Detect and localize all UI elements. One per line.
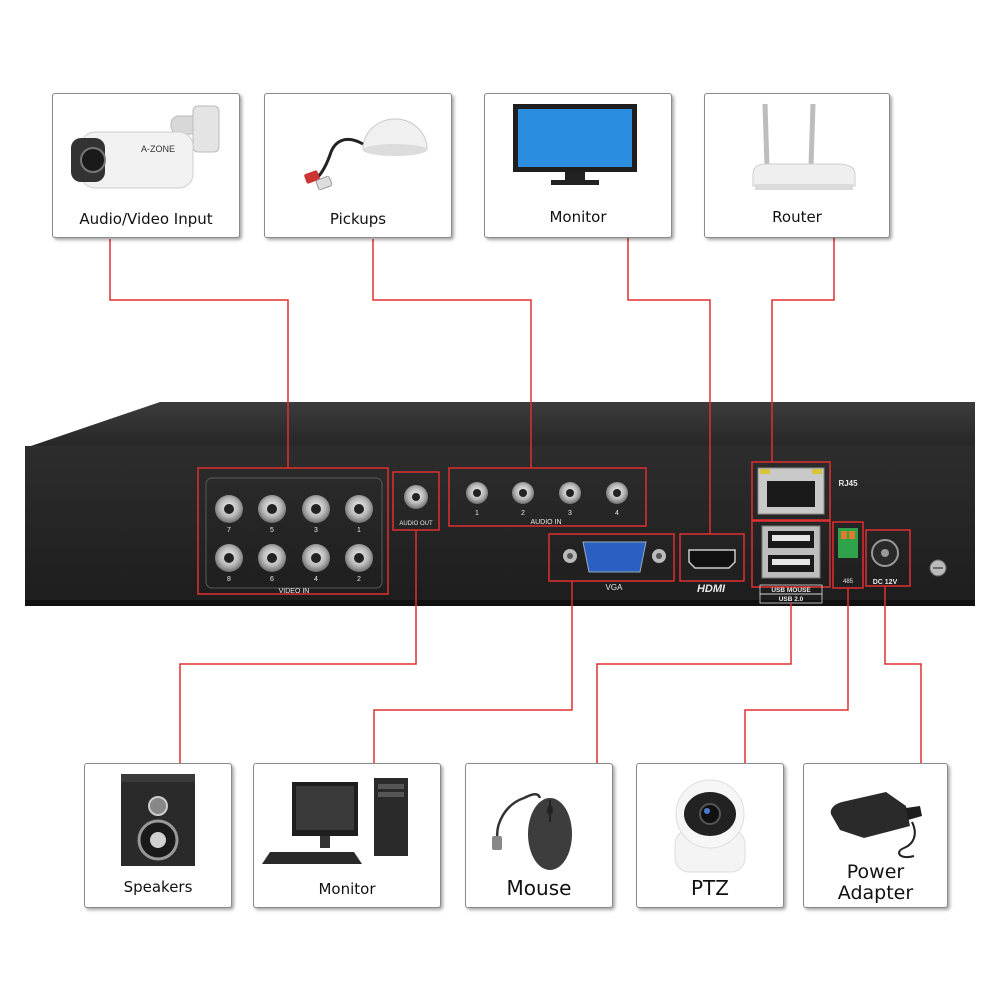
bnc-port[interactable]: [258, 544, 286, 572]
audio-out-group: AUDIO OUT: [392, 471, 440, 531]
bnc-port[interactable]: [345, 544, 373, 572]
video-port-number: 5: [270, 527, 274, 534]
bnc-port[interactable]: [302, 495, 330, 523]
usb-mouse-label: USB MOUSE: [771, 587, 811, 594]
wire-router: [771, 238, 835, 462]
rs485-label: 485: [843, 579, 854, 585]
device-label: Monitor: [549, 208, 607, 226]
device-card-pickups: Pickups: [264, 93, 452, 238]
audio-port-number: 4: [615, 510, 619, 517]
wire-video-input: [109, 239, 289, 468]
wire-power: [884, 586, 922, 763]
video-port-number: 3: [314, 527, 318, 534]
bullet-camera-icon: A-ZONE: [71, 105, 220, 189]
vga-group: VGA: [548, 533, 675, 592]
wire-pickups: [372, 239, 532, 468]
monitor-icon: [513, 104, 637, 185]
video-in-bnc-group: 7 5 3 1 8 6 4 2 VIDEO IN: [197, 467, 389, 595]
bnc-port[interactable]: [215, 544, 243, 572]
vga-label: VGA: [606, 583, 624, 592]
device-label: Audio/Video Input: [79, 210, 213, 228]
device-card-monitor-top: Monitor: [484, 93, 672, 238]
bnc-port[interactable]: [258, 495, 286, 523]
device-label: Router: [772, 208, 822, 226]
hdmi-label: HDMI: [697, 583, 726, 595]
wire-ptz: [744, 588, 849, 763]
video-port-number: 2: [357, 576, 361, 583]
vga-port[interactable]: [582, 541, 647, 573]
video-port-number: 6: [270, 576, 274, 583]
audio-port-number: 3: [568, 510, 572, 517]
power-adapter-icon: [830, 792, 922, 858]
device-label: Power Adapter: [837, 861, 914, 904]
video-port-number: 8: [227, 576, 231, 583]
wire-hdmi-monitor: [627, 238, 711, 534]
video-in-label: VIDEO IN: [279, 588, 310, 595]
audio-out-port[interactable]: [404, 485, 428, 509]
rj45-port[interactable]: [767, 481, 815, 507]
device-card-ptz: PTZ: [636, 763, 784, 908]
device-card-router: Router: [704, 93, 890, 238]
dc-label: DC 12V: [873, 579, 898, 586]
bnc-port[interactable]: [345, 495, 373, 523]
rca-port[interactable]: [559, 482, 581, 504]
ground-screw-icon: [929, 559, 947, 577]
device-label: Pickups: [329, 210, 387, 228]
device-label: PTZ: [691, 876, 729, 900]
rj45-group: RJ45: [751, 461, 858, 521]
device-card-mouse: Mouse: [465, 763, 613, 908]
audio-in-group: 1 2 3 4 AUDIO IN: [448, 467, 647, 527]
dc-power-group: DC 12V: [865, 529, 911, 587]
hdmi-group: HDMI: [679, 533, 745, 595]
wire-vga-monitor: [373, 581, 573, 763]
wire-mouse: [596, 603, 792, 763]
device-card-speakers: Speakers: [84, 763, 232, 908]
bnc-port[interactable]: [302, 544, 330, 572]
microphone-pickup-icon: [304, 118, 428, 191]
audio-port-number: 1: [475, 510, 479, 517]
rca-port[interactable]: [466, 482, 488, 504]
device-label: Mouse: [506, 876, 572, 900]
mouse-icon: [492, 793, 572, 870]
usb-version-label: USB 2.0: [779, 596, 804, 603]
desktop-computer-icon: [262, 778, 408, 864]
rj45-label: RJ45: [838, 479, 858, 488]
router-icon: [752, 103, 856, 190]
audio-out-label: AUDIO OUT: [399, 521, 433, 527]
rca-port[interactable]: [512, 482, 534, 504]
audio-port-number: 2: [521, 510, 525, 517]
video-port-number: 4: [314, 576, 318, 583]
device-label: Monitor: [318, 880, 376, 898]
camera-brand-logo: A-ZONE: [141, 144, 175, 154]
bnc-port[interactable]: [215, 495, 243, 523]
device-card-power-adapter: Power Adapter: [803, 763, 948, 908]
device-card-monitor-bottom: Monitor: [253, 763, 441, 908]
device-label: Speakers: [123, 878, 193, 896]
rca-port[interactable]: [606, 482, 628, 504]
usb-group: USB MOUSE USB 2.0: [751, 520, 831, 604]
video-port-number: 7: [227, 527, 231, 534]
audio-in-label: AUDIO IN: [530, 519, 561, 526]
ptz-camera-icon: [674, 779, 746, 873]
dvr-top-surface: [25, 402, 975, 448]
device-card-audio-video-input: A-ZONE Audio/Video Input: [52, 93, 240, 238]
hdmi-port[interactable]: [688, 549, 736, 569]
speaker-icon: [121, 774, 195, 866]
video-port-number: 1: [357, 527, 361, 534]
wire-speakers: [179, 530, 417, 763]
